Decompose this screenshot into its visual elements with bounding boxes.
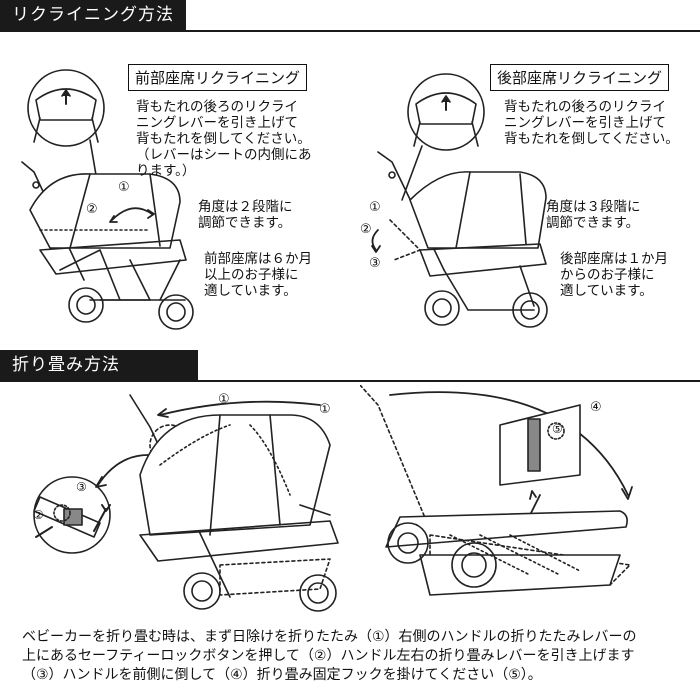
fold-step-2-label: ② bbox=[33, 508, 44, 522]
front-recline-title: 前部座席リクライニング bbox=[128, 64, 308, 91]
front-step-2-label: ② bbox=[86, 202, 98, 217]
fold-instructions: ベビーカーを折り畳む時は、まず日除けを折りたたみ（①）右側のハンドルの折りたたみ… bbox=[22, 629, 637, 683]
fold-open-stroller-illustration bbox=[33, 394, 339, 612]
fold-closed-stroller-illustration bbox=[360, 385, 633, 596]
fold-step-1b-label: ① bbox=[319, 402, 331, 417]
fold-step-5-label: ⑤ bbox=[552, 422, 563, 436]
rear-step-2-label: ② bbox=[360, 222, 372, 237]
rear-stroller-illustration bbox=[371, 73, 548, 328]
front-stroller-illustration bbox=[21, 69, 194, 330]
section-divider bbox=[0, 30, 700, 32]
fold-step-3-label: ③ bbox=[76, 480, 87, 494]
front-step-1-label: ① bbox=[118, 180, 130, 195]
front-recline-description: 背もたれの後ろのリクライ ニングレバーを引き上げて 背もたれを倒してください。 … bbox=[136, 99, 312, 179]
rear-recline-title: 後部座席リクライニング bbox=[490, 64, 670, 91]
fold-step-4-label: ④ bbox=[590, 400, 602, 415]
front-angle-note: 角度は２段階に 調節できます。 bbox=[198, 199, 293, 231]
rear-recline-description: 背もたれの後ろのリクライ ニングレバーを引き上げて 背もたれを倒してください。 bbox=[504, 99, 679, 147]
rear-age-note: 後部座席は１か月 からのお子様に 適しています。 bbox=[560, 251, 668, 299]
fold-step-1a-label: ① bbox=[218, 392, 230, 407]
recline-heading: リクライニング方法 bbox=[0, 0, 186, 30]
rear-step-1-label: ① bbox=[369, 200, 381, 215]
section-divider bbox=[0, 380, 700, 382]
fold-heading: 折り畳み方法 bbox=[0, 350, 198, 380]
front-age-note: 前部座席は６か月 以上のお子様に 適しています。 bbox=[204, 251, 312, 299]
rear-angle-note: 角度は３段階に 調節できます。 bbox=[546, 199, 641, 231]
rear-step-3-label: ③ bbox=[369, 256, 381, 271]
